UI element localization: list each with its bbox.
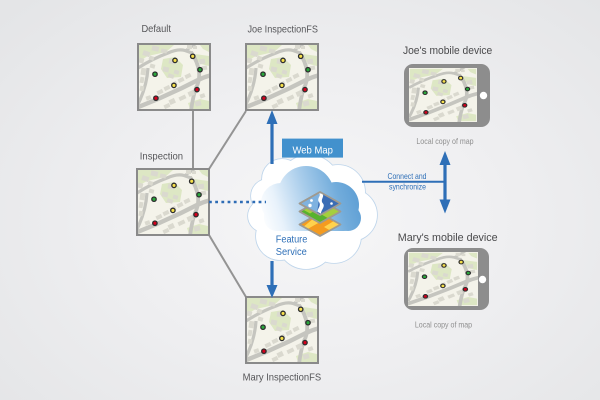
- svg-text:Feature: Feature: [276, 234, 308, 245]
- svg-text:Local copy of map: Local copy of map: [416, 136, 473, 146]
- svg-text:Mary InspectionFS: Mary InspectionFS: [243, 372, 322, 383]
- svg-text:Local copy of map: Local copy of map: [415, 320, 472, 330]
- svg-text:Joe's mobile device: Joe's mobile device: [403, 45, 492, 57]
- svg-text:Web Map: Web Map: [292, 145, 333, 156]
- svg-text:Service: Service: [276, 247, 307, 258]
- svg-text:Connect and: Connect and: [388, 171, 427, 181]
- svg-text:Mary's mobile device: Mary's mobile device: [398, 232, 498, 244]
- svg-text:Joe InspectionFS: Joe InspectionFS: [247, 24, 318, 35]
- svg-text:Inspection: Inspection: [140, 151, 183, 162]
- svg-text:Default: Default: [141, 24, 171, 35]
- svg-text:synchronize: synchronize: [389, 182, 426, 192]
